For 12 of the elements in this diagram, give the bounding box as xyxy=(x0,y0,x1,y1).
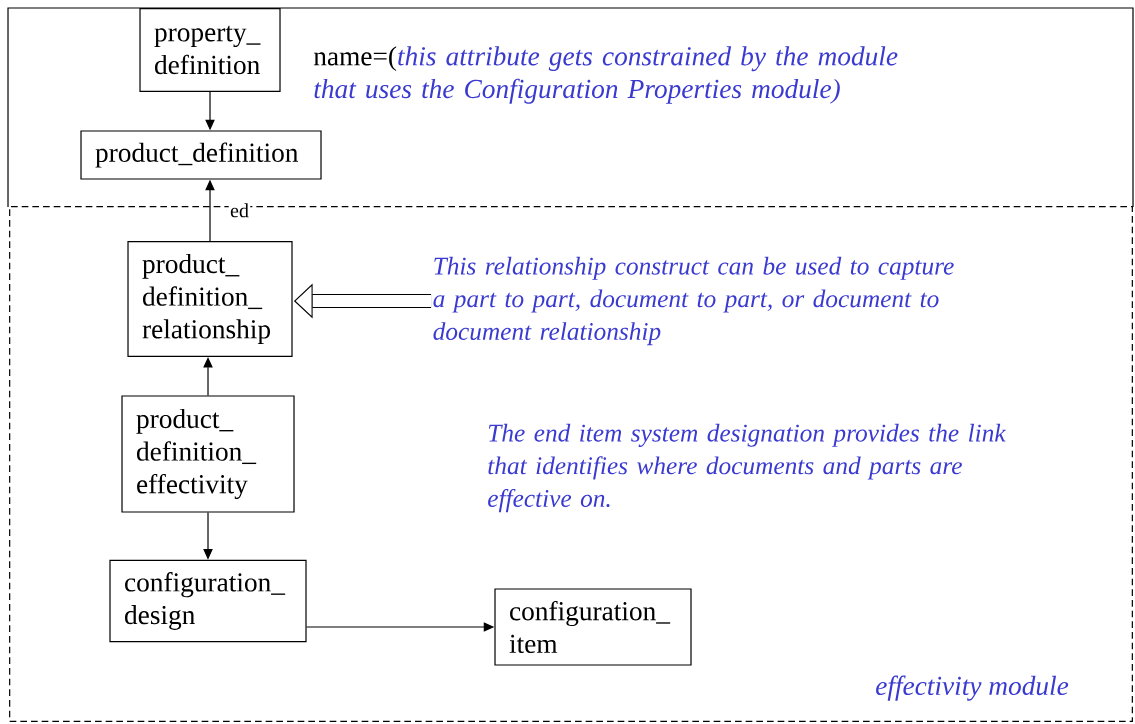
edge-label: ed xyxy=(228,201,251,219)
entity-box: product_ definition_ effectivity xyxy=(121,395,295,513)
entity-box: configuration_ item xyxy=(494,588,692,666)
entity-box: configuration_ design xyxy=(109,559,307,643)
note-text: The end item system designation provides the link that identifies where documents and parts are effective on. xyxy=(488,423,1006,513)
note-text: This relationship construct can be used to capture a part to part, document to part, or document to document relationship xyxy=(433,256,954,346)
attribute-note: name=(this attribute gets constrained by the module that uses the Configuration Properties module) xyxy=(313,46,898,104)
entity-box: product_definition xyxy=(80,130,322,180)
entity-box: product_ definition_ relationship xyxy=(127,241,293,357)
entity-box: property_ definition xyxy=(139,8,281,92)
arrow xyxy=(203,357,213,396)
module-label: effectivity module xyxy=(876,675,1069,701)
